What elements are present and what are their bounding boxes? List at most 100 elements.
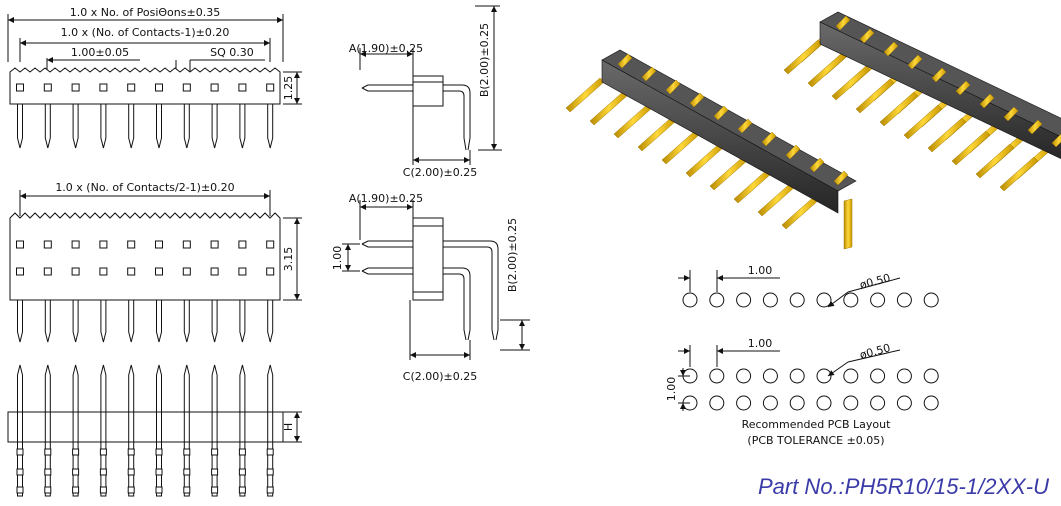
pcb-hole bbox=[682, 395, 698, 411]
side-view-pins bbox=[16, 364, 274, 497]
pin bbox=[17, 104, 23, 149]
pin bbox=[156, 104, 162, 149]
pin-gold bbox=[999, 156, 1039, 192]
dim-dual-contacts: 1.0 x (No. of Contacts/2-1)±0.20 bbox=[55, 181, 234, 194]
pin-gold-top bbox=[761, 131, 777, 147]
pin-gold-top bbox=[689, 92, 705, 108]
pin-square bbox=[71, 267, 80, 276]
pin bbox=[239, 300, 246, 343]
dim-side-height: H bbox=[282, 423, 295, 431]
pin-gold-top bbox=[833, 170, 849, 186]
dim-c-dual: C(2.00)±0.25 bbox=[403, 370, 477, 383]
pin-mark bbox=[99, 468, 107, 476]
pcb-holes bbox=[682, 292, 939, 411]
pin-gold-top bbox=[641, 66, 657, 82]
pin-square bbox=[210, 240, 219, 249]
pin bbox=[72, 104, 79, 149]
pcb-hole bbox=[923, 292, 939, 308]
pin bbox=[100, 104, 107, 149]
pin-top bbox=[239, 364, 246, 412]
pcb-hole bbox=[923, 395, 939, 411]
pin bbox=[128, 104, 135, 149]
pin-square bbox=[127, 240, 136, 249]
pin-top bbox=[267, 364, 274, 412]
pin bbox=[17, 300, 23, 343]
single-row-pins bbox=[16, 83, 275, 149]
pin-square bbox=[182, 267, 191, 276]
dim-c-single: C(2.00)±0.25 bbox=[403, 166, 477, 179]
pin bbox=[211, 104, 218, 149]
pcb-hole bbox=[789, 395, 805, 411]
pcb-row2-pitch: 1.00 bbox=[748, 337, 773, 350]
pin bbox=[128, 300, 135, 343]
pin-mark bbox=[211, 486, 219, 494]
pin-square bbox=[182, 240, 191, 249]
dim-b-dual: B(2.00)±0.25 bbox=[506, 218, 519, 292]
pin bbox=[267, 104, 274, 149]
dim-square: SQ 0.30 bbox=[210, 46, 254, 59]
pin-square bbox=[238, 240, 247, 249]
pin-gold bbox=[951, 130, 991, 166]
single-row-front-view: 1.0 x No. of PosiΘons±0.35 1.0 x (No. of… bbox=[7, 6, 302, 105]
pin-gold-top bbox=[1003, 106, 1019, 122]
pin-gold-top bbox=[617, 53, 633, 69]
pin-mark bbox=[211, 448, 219, 456]
pin bbox=[100, 300, 107, 343]
dim-a-single: A(1.90)±0.25 bbox=[349, 42, 423, 55]
pin-gold bbox=[807, 52, 847, 88]
pin-mark bbox=[266, 468, 274, 476]
pin-gold-top bbox=[1027, 119, 1043, 135]
pin-square bbox=[43, 240, 52, 249]
pin-mark bbox=[72, 486, 80, 494]
pin bbox=[183, 300, 190, 343]
dim-total-positions: 1.0 x No. of PosiΘons±0.35 bbox=[70, 6, 220, 19]
pin-gold bbox=[613, 103, 653, 139]
housing-front bbox=[601, 59, 839, 214]
pcb-hole bbox=[870, 395, 886, 411]
pcb-hole bbox=[870, 368, 886, 384]
pin-top bbox=[128, 364, 135, 412]
pin-gold bbox=[927, 117, 967, 153]
side-profile-dual: A(1.90)±0.25 1.00 B(2.00)±0.25 C(2.00)±0… bbox=[331, 192, 530, 383]
pin-mark bbox=[155, 486, 163, 494]
pin-square bbox=[266, 267, 275, 276]
pin-mark bbox=[211, 468, 219, 476]
pcb-hole bbox=[816, 292, 832, 308]
pin bbox=[72, 300, 79, 343]
pcb-hole bbox=[789, 368, 805, 384]
pin-gold-leg bbox=[843, 198, 853, 250]
pin-gold-top bbox=[1051, 133, 1061, 148]
pin-gold bbox=[757, 181, 797, 217]
pin-gold bbox=[685, 142, 725, 178]
pin-gold-top bbox=[955, 80, 971, 96]
part-number: Part No.:PH5R10/15-1/2XX-U bbox=[757, 474, 1049, 499]
pcb-hole bbox=[843, 368, 859, 384]
pin-square bbox=[182, 83, 191, 92]
pin-mark bbox=[155, 448, 163, 456]
pin bbox=[44, 104, 51, 149]
dim-housing-height: 1.25 bbox=[282, 76, 295, 101]
pin-mark bbox=[127, 448, 135, 456]
pin-mark bbox=[155, 468, 163, 476]
pin-square bbox=[266, 83, 275, 92]
pin-mark bbox=[44, 448, 52, 456]
pin-square bbox=[210, 83, 219, 92]
pin-mark bbox=[238, 468, 246, 476]
pin-gold bbox=[709, 155, 749, 191]
pin-gold-top bbox=[809, 157, 825, 173]
pin-mark bbox=[72, 468, 80, 476]
pin-square bbox=[16, 83, 24, 92]
pin-gold bbox=[661, 129, 701, 165]
pin-square bbox=[99, 267, 108, 276]
pcb-row1-hole: ø0.50 bbox=[858, 271, 892, 292]
pcb-hole bbox=[762, 292, 778, 308]
pin bbox=[44, 300, 51, 343]
dim-dual-height: 3.15 bbox=[282, 247, 295, 272]
pin-top bbox=[211, 364, 218, 412]
pin-mark bbox=[238, 486, 246, 494]
pin-mark bbox=[44, 486, 52, 494]
pin-gold bbox=[879, 91, 919, 127]
pcb-hole bbox=[816, 395, 832, 411]
pin-square bbox=[266, 240, 275, 249]
pin-square bbox=[16, 240, 24, 249]
